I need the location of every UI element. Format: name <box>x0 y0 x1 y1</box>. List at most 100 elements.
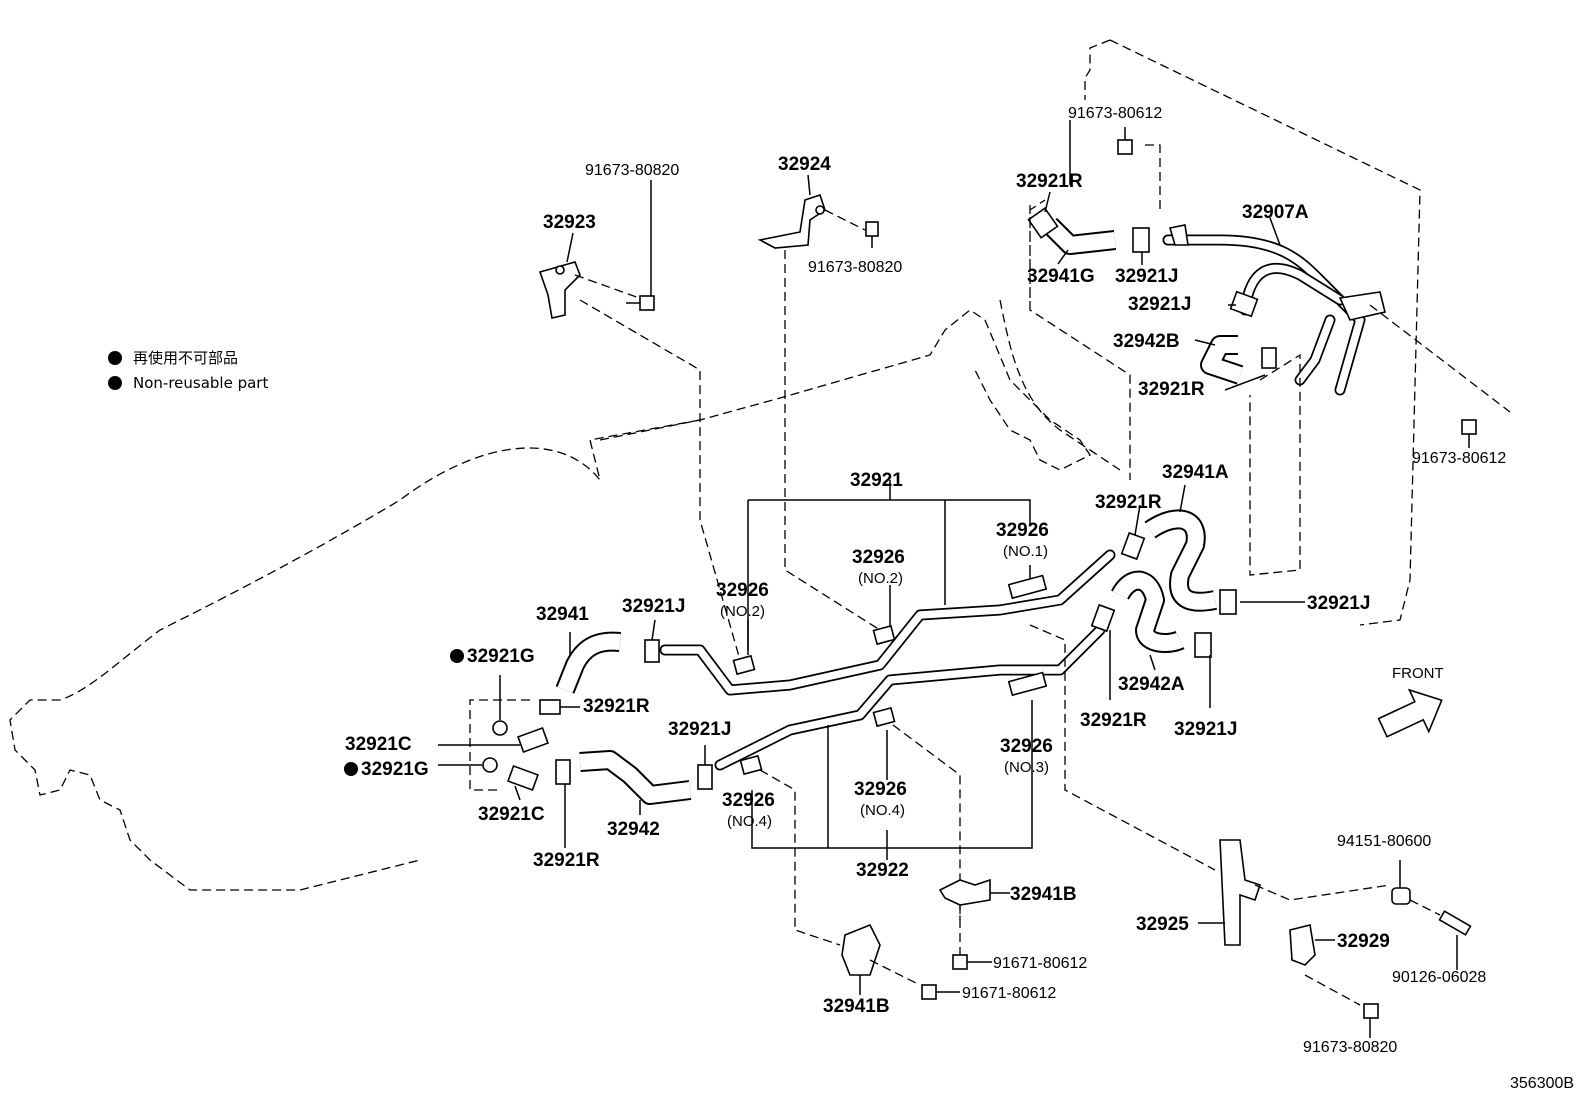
hose-32942B <box>1194 335 1277 391</box>
label-32929: 32929 <box>1337 931 1390 952</box>
pipe-32922 <box>714 624 1106 771</box>
label-32921C-b: 32921C <box>478 804 545 825</box>
hose-32942 <box>579 750 692 815</box>
clamp-32921J-left-bottom <box>697 745 713 790</box>
label-32941G: 32941G <box>1027 266 1095 287</box>
label-32923: 32923 <box>543 212 596 233</box>
label-32921R-e: 32921R <box>533 850 600 871</box>
label-94151-80600: 94151-80600 <box>1337 833 1431 850</box>
clamp-32921J-left-top <box>644 619 660 663</box>
label-32942B: 32942B <box>1113 331 1180 352</box>
label-32921: 32921 <box>850 470 903 491</box>
bolt-91673-80820-mid <box>865 221 879 248</box>
label-32921R-a: 32921R <box>1016 171 1083 192</box>
grommet-94151-80600 <box>1391 860 1411 905</box>
transmission-outline <box>9 39 1421 891</box>
label-32926-no4-mid: 32926 <box>854 779 907 800</box>
clamp-32921J-top <box>1132 227 1150 265</box>
diagram-code: 356300B <box>1510 1075 1574 1092</box>
label-no4-left: (NO.4) <box>727 813 772 830</box>
sleeve-32926-no2-left <box>732 620 756 676</box>
label-32941B-a: 32941B <box>1010 884 1077 905</box>
label-91671-80612-a: 91671-80612 <box>993 955 1087 972</box>
label-32924: 32924 <box>778 154 831 175</box>
oring-32921G-top <box>492 675 508 736</box>
label-no1: (NO.1) <box>1003 543 1048 560</box>
label-32941A: 32941A <box>1162 462 1229 483</box>
sleeve-32926-no2-mid <box>872 624 896 646</box>
label-32921R-f: 32921R <box>1080 710 1147 731</box>
label-91673-80612-top: 91673-80612 <box>1068 105 1162 122</box>
label-91673-80820-top: 91673-80820 <box>585 162 679 179</box>
oring-32921G-bottom <box>438 757 498 773</box>
hose-32941A <box>1144 484 1217 612</box>
clamp-32921J-right-low <box>1194 632 1212 708</box>
label-32921G-b: 32921G <box>361 759 429 780</box>
sleeve-32926-no4-left <box>739 754 841 946</box>
bolt-91673-80612-top <box>1069 120 1133 185</box>
non-reusable-bullet-icon <box>108 351 122 365</box>
label-no2-mid: (NO.2) <box>858 570 903 587</box>
legend: 再使用不可部品 Non-reusable part <box>108 349 268 392</box>
bolt-91671-80612-a <box>952 954 992 970</box>
legend-item-en: Non-reusable part <box>133 374 268 392</box>
label-32942: 32942 <box>607 819 660 840</box>
label-91671-80612-b: 91671-80612 <box>962 985 1056 1002</box>
label-32922: 32922 <box>856 860 909 881</box>
bracket-32923 <box>538 232 741 661</box>
label-32921R-b: 32921R <box>1138 379 1205 400</box>
non-reusable-bullet-icon <box>344 762 358 776</box>
hose-32942A <box>1111 570 1185 671</box>
clamp-32941B-lower <box>841 923 921 995</box>
bracket-32925 <box>1198 839 1391 946</box>
bolt-91673-80820-bottom <box>1363 1003 1379 1038</box>
callout-32921 <box>747 480 1031 650</box>
label-front: FRONT <box>1392 665 1444 682</box>
non-reusable-bullet-icon <box>450 649 464 663</box>
label-no4-mid: (NO.4) <box>860 802 905 819</box>
callout-32922 <box>751 700 1033 860</box>
label-91673-80612-right: 91673-80612 <box>1412 450 1506 467</box>
label-32941B-b: 32941B <box>823 996 890 1017</box>
label-32921R-d: 32921R <box>583 696 650 717</box>
clamp-32921J-right-mid <box>1219 589 1305 615</box>
subassembly-boundary <box>1029 199 1301 576</box>
label-32921J-e: 32921J <box>668 719 731 740</box>
legend-item-ja: 再使用不可部品 <box>133 349 238 367</box>
sleeve-32926-no4-mid <box>872 706 961 920</box>
label-32921J-d: 32921J <box>1307 593 1370 614</box>
hose-32941G <box>1027 191 1117 265</box>
label-no2-left: (NO.2) <box>720 603 765 620</box>
pipe-32907A <box>1145 144 1511 413</box>
label-32907A: 32907A <box>1242 202 1309 223</box>
label-32925: 32925 <box>1136 914 1189 935</box>
clamp-32921R-right-low <box>1090 603 1116 700</box>
label-no3: (NO.3) <box>1004 759 1049 776</box>
bolt-91671-80612-b <box>921 984 960 1000</box>
bracket-32924 <box>757 174 881 631</box>
clamp-32921R-left-top <box>539 699 580 715</box>
connector-32921C-top <box>438 727 549 753</box>
clamp-32921R-right-mid <box>1120 504 1146 561</box>
label-32926-no3: 32926 <box>1000 736 1053 757</box>
clamp-32929 <box>1289 924 1361 1006</box>
label-32921C-a: 32921C <box>345 734 412 755</box>
pipe-32921 <box>659 549 1116 696</box>
label-32921R-c: 32921R <box>1095 492 1162 513</box>
assembly-bracket-left <box>469 699 530 791</box>
bolt-90126-06028 <box>1409 899 1472 970</box>
label-32926-no4-left: 32926 <box>722 790 775 811</box>
clamp-32941B-upper <box>938 878 1010 955</box>
sleeve-32926-no3 <box>1007 624 1216 871</box>
hose-32941 <box>555 631 621 694</box>
label-32926-no2-mid: 32926 <box>852 547 905 568</box>
label-32926-no1: 32926 <box>996 520 1049 541</box>
clamp-32921J-upper-right <box>1228 290 1259 318</box>
bolt-91673-80820-top <box>626 180 655 311</box>
label-32942A: 32942A <box>1118 674 1185 695</box>
connector-32921C-bottom <box>507 765 539 801</box>
front-arrow-icon <box>1377 688 1443 738</box>
label-32921J-b: 32921J <box>1128 294 1191 315</box>
label-32921J-f: 32921J <box>1174 719 1237 740</box>
